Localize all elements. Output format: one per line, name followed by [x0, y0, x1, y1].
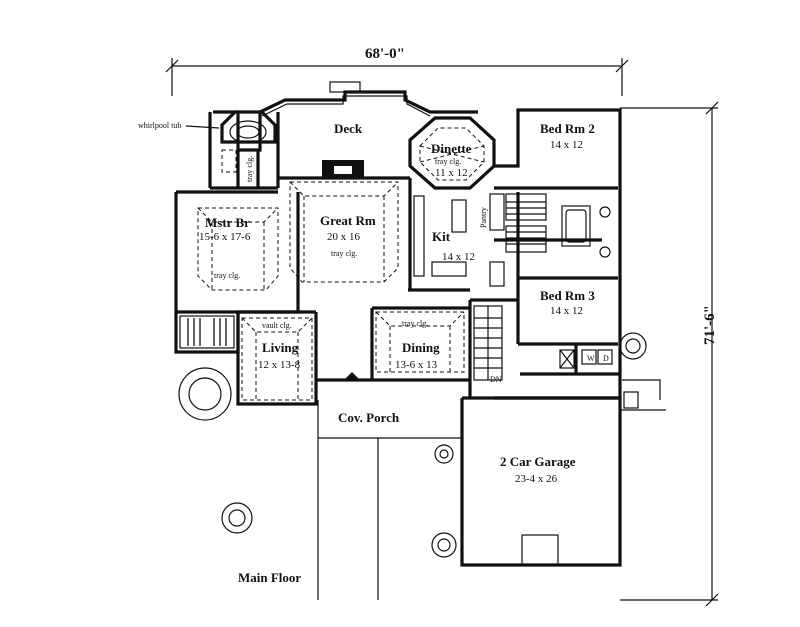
dryer-label: D: [603, 354, 609, 363]
room-mstr: Mstr Br: [205, 215, 250, 230]
depth-dimension-label: 71'-6": [702, 305, 718, 345]
depth-dimension: [620, 101, 719, 607]
tray-mstr: tray clg.: [214, 271, 240, 280]
room-dining-size: 13-6 x 13: [395, 359, 438, 371]
width-dimension-label: 68'-0": [365, 46, 405, 62]
room-great-size: 20 x 16: [327, 231, 361, 243]
hall-bath: [561, 205, 611, 258]
width-dimension: [165, 58, 629, 96]
vault-living: vault clg.: [262, 321, 292, 330]
room-kit-size: 14 x 12: [442, 251, 475, 263]
closets: [179, 193, 547, 349]
room-living-size: 12 x 13-8: [258, 359, 301, 371]
room-dining: Dining: [402, 340, 440, 355]
interior-walls: [210, 150, 620, 376]
laundry: [559, 349, 613, 369]
room-porch: Cov. Porch: [338, 410, 400, 425]
porch-and-walk: [317, 372, 666, 600]
kitchen-counters: [413, 193, 505, 287]
tray-dinette: tray clg.: [435, 157, 461, 166]
room-bed2-size: 14 x 12: [550, 139, 583, 151]
whirlpool-label: whirlpool tub: [138, 121, 181, 130]
stairs: [473, 305, 503, 381]
room-garage: 2 Car Garage: [500, 454, 576, 469]
room-bed2: Bed Rm 2: [540, 121, 595, 136]
room-dinette-size: 11 x 12: [435, 167, 468, 179]
room-mstr-size: 15-6 x 17-6: [199, 231, 251, 243]
room-bed3-size: 14 x 12: [550, 305, 583, 317]
deck: [213, 81, 478, 152]
room-dinette: Dinette: [431, 141, 472, 156]
fireplace: [322, 160, 364, 178]
room-great: Great Rm: [320, 213, 376, 228]
trees: [178, 332, 647, 558]
room-living: Living: [262, 340, 299, 355]
room-garage-size: 23-4 x 26: [515, 473, 558, 485]
tray-great: tray clg.: [331, 249, 357, 258]
tray-ceilings: [197, 127, 485, 401]
whirlpool-tub: [220, 110, 277, 144]
washer-label: W: [587, 354, 595, 363]
floor-title: Main Floor: [238, 570, 301, 585]
tray-dining: tray clg.: [402, 319, 428, 328]
tray-bath: tray clg.: [245, 156, 254, 182]
room-deck: Deck: [334, 121, 363, 136]
room-kit: Kit: [432, 229, 451, 244]
exterior-walls: [174, 108, 622, 567]
pantry-label: Pantry: [479, 207, 488, 228]
room-bed3: Bed Rm 3: [540, 288, 595, 303]
stair-dn: DN: [490, 375, 502, 384]
